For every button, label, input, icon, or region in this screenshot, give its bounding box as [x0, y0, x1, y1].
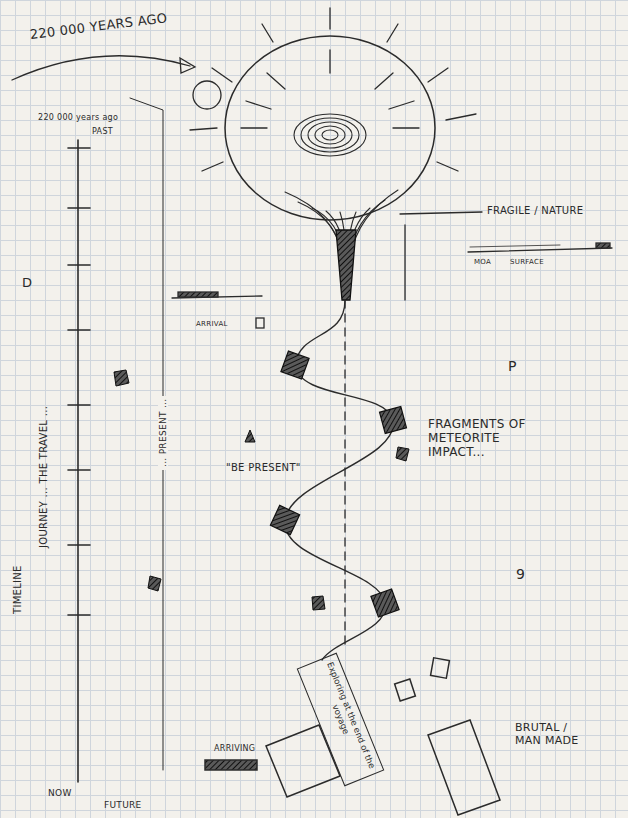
- sketch-mark: D: [22, 276, 32, 291]
- section-line: [470, 245, 560, 247]
- section-mass: [205, 760, 257, 770]
- arrow-head: [180, 58, 195, 73]
- guide-line: [404, 225, 405, 300]
- crater-stem: [336, 230, 356, 300]
- axis-dashed: [344, 300, 345, 648]
- time-arc: [12, 56, 190, 80]
- fragments-note: FRAGMENTS OF METEORITE IMPACT...: [428, 418, 546, 459]
- building-block: [395, 679, 416, 701]
- sun-circle: [193, 81, 221, 109]
- sketch-mark: P: [508, 358, 517, 374]
- timeline-title: TIMELINE: [12, 565, 24, 614]
- crater-inner-arrows: [241, 50, 419, 128]
- building-block: [431, 658, 450, 679]
- timeline-axis: [77, 140, 79, 782]
- building-block: [428, 720, 500, 815]
- arriving-label: ARRIVING: [214, 744, 255, 753]
- section-mass: [178, 292, 218, 297]
- nature-note: FRAGILE / NATURE: [487, 205, 583, 217]
- crater-rays: [190, 8, 476, 171]
- sketch-mark: 9: [516, 566, 525, 582]
- building-slab: Exploring at the end of the voyage: [296, 652, 384, 786]
- present-note: ... PRESENT ...: [158, 396, 168, 470]
- crater-outline: [225, 36, 435, 220]
- leader-line: [400, 212, 482, 214]
- section-line: [468, 248, 612, 252]
- timeline-start: 220 000 years ago: [38, 113, 118, 122]
- section-label: SURFACE: [510, 258, 544, 266]
- timeline-now: NOW: [48, 788, 72, 798]
- timeline-future: FUTURE: [104, 800, 142, 810]
- timeline-past: PAST: [92, 127, 113, 136]
- section-label: MOA: [474, 258, 491, 266]
- crater-spiral: [294, 114, 366, 156]
- journey-note: JOURNEY ... THE TRAVEL ...: [38, 406, 50, 548]
- timeline-ticks: [68, 148, 90, 615]
- building-caption: Exploring at the end of the voyage: [314, 660, 377, 775]
- building-wing: [266, 725, 340, 797]
- be-present-note: "BE PRESENT": [226, 462, 301, 474]
- section-mass: [596, 243, 610, 248]
- brutal-note: BRUTAL / MAN MADE: [515, 722, 597, 747]
- section-box: [256, 318, 264, 328]
- timescale-heading: 220 000 YEARS AGO: [29, 11, 168, 43]
- section-label: ARRIVAL: [196, 320, 228, 328]
- meteorite-fragments: [270, 351, 406, 617]
- scattered-fragments: [114, 370, 409, 610]
